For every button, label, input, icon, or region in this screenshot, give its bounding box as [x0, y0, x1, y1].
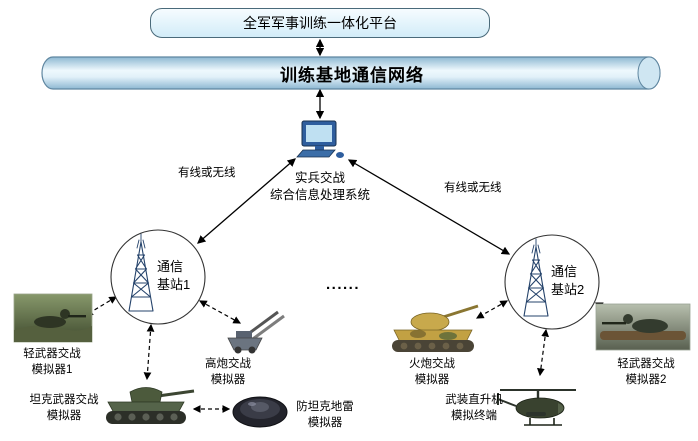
station1-label: 通信 基站1 — [157, 259, 191, 292]
soldier-photo — [13, 293, 93, 343]
stations-ellipsis: ...... — [325, 276, 360, 293]
station1-node — [110, 229, 206, 325]
device-label-tank: 坦克武器交战 模拟器 — [29, 394, 99, 423]
processor-label: 实兵交战 综合信息处理系统 — [269, 171, 370, 202]
link-label-left: 有线或无线 — [178, 167, 236, 179]
arrow-station2-artillery — [475, 300, 509, 319]
arrow-processor-station2 — [347, 159, 511, 255]
station2-label: 通信 基站2 — [551, 264, 585, 297]
device-label-light-weapon-2: 轻武器交战 模拟器2 — [617, 358, 675, 387]
device-label-aa-gun: 高炮交战 模拟器 — [205, 358, 251, 387]
arrow-station1-aagun — [198, 300, 242, 324]
soldier2-photo — [595, 303, 691, 351]
mine-photo — [232, 396, 288, 428]
arrow-station2-helicopter — [537, 328, 549, 377]
arrow-processor-station1 — [197, 158, 296, 244]
link-label-right: 有线或无线 — [444, 182, 502, 194]
platform-title-box: 全军军事训练一体化平台 — [150, 8, 490, 38]
tank-photo — [106, 387, 195, 424]
arrow-station1-tank — [143, 323, 155, 381]
device-label-artillery: 火炮交战 模拟器 — [409, 358, 455, 387]
device-label-helicopter: 武装直升机 模拟终端 — [445, 394, 503, 423]
helicopter-photo — [497, 389, 576, 426]
network-pipe-label: 训练基地通信网络 — [280, 65, 424, 85]
network-pipe-shape — [41, 56, 661, 90]
device-label-mine: 防坦克地雷 模拟器 — [296, 401, 354, 430]
station2-node — [504, 234, 600, 330]
device-label-light-weapon-1: 轻武器交战 模拟器1 — [23, 348, 81, 377]
aa-gun-photo — [227, 310, 285, 354]
computer-icon — [296, 120, 344, 158]
pipe-end-rim — [637, 56, 661, 90]
platform-title: 全军军事训练一体化平台 — [243, 15, 397, 31]
artillery-photo — [392, 304, 479, 352]
